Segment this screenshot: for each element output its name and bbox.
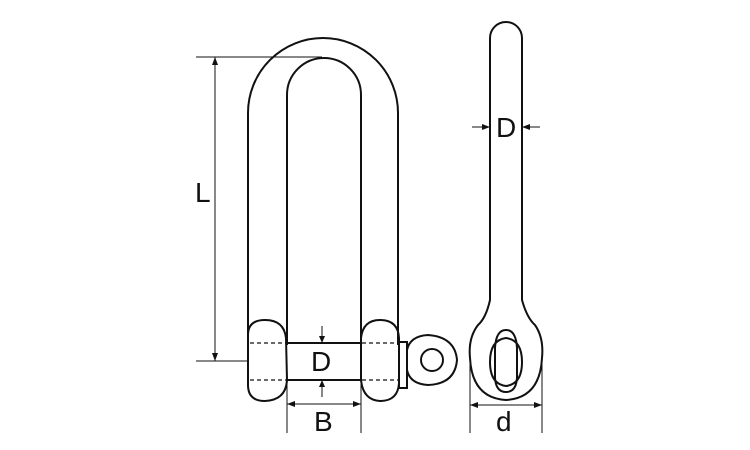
shackle-ear-left bbox=[247, 318, 289, 403]
dim-d-arrow-right bbox=[534, 402, 542, 408]
side-pin-tab bbox=[494, 328, 518, 394]
pin-shoulder bbox=[398, 341, 408, 389]
shackle-body-outer bbox=[247, 37, 399, 345]
dim-L-arrow-bottom bbox=[212, 353, 218, 361]
dim-L-label: L bbox=[195, 177, 211, 208]
dim-D-side-label: D bbox=[496, 112, 516, 143]
dim-B-label: B bbox=[314, 406, 333, 437]
shackle-body-inner bbox=[286, 57, 362, 345]
dim-D-front-arrow-top bbox=[319, 336, 325, 343]
dim-D-side-arrow-right bbox=[522, 124, 530, 130]
dim-D-side-arrow-left bbox=[482, 124, 490, 130]
shackle-front-view: L D B bbox=[195, 37, 459, 437]
dim-L-arrow-top bbox=[212, 57, 218, 65]
shackle-ear-right bbox=[360, 318, 400, 403]
dim-B-arrow-right bbox=[353, 401, 361, 407]
dim-D-front-arrow-bottom bbox=[319, 380, 325, 387]
dim-B-arrow-left bbox=[287, 401, 295, 407]
pin-eye-hole bbox=[420, 348, 444, 372]
shackle-side-view: D d bbox=[468, 21, 544, 437]
pin-eye bbox=[406, 333, 459, 387]
dim-d-label: d bbox=[496, 406, 512, 437]
dim-D-front-label: D bbox=[311, 346, 331, 377]
side-body-outline bbox=[468, 21, 544, 402]
dim-d-arrow-left bbox=[470, 402, 478, 408]
side-pin-head bbox=[488, 336, 524, 388]
